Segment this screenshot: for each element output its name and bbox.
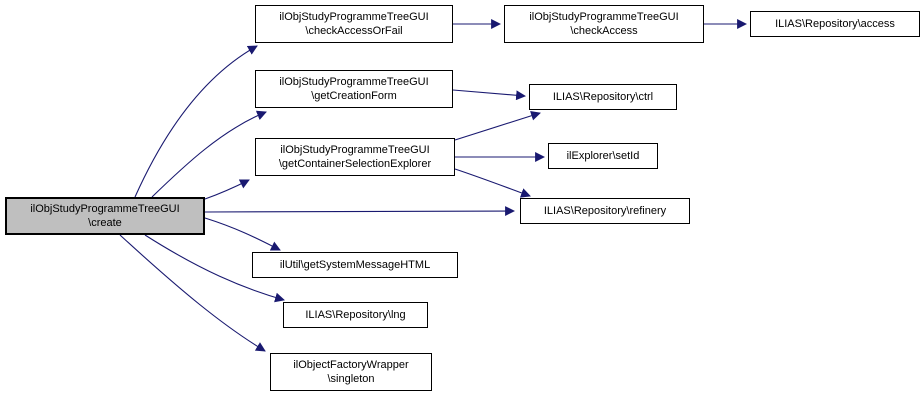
node-checkAccessOrFail[interactable]: ilObjStudyProgrammeTreeGUI \checkAccessO… xyxy=(255,5,453,43)
node-getCreationForm[interactable]: ilObjStudyProgrammeTreeGUI \getCreationF… xyxy=(255,70,453,108)
node-access[interactable]: ILIAS\Repository\access xyxy=(750,11,920,37)
node-getSystemMessageHTML[interactable]: ilUtil\getSystemMessageHTML xyxy=(252,252,458,278)
node-lng[interactable]: ILIAS\Repository\lng xyxy=(283,302,428,328)
node-checkAccess[interactable]: ilObjStudyProgrammeTreeGUI \checkAccess xyxy=(504,5,704,43)
edge-create-refinery xyxy=(204,206,515,216)
edge-create-getCreationForm xyxy=(151,110,267,198)
edge-create-singleton xyxy=(119,234,266,352)
node-create: ilObjStudyProgrammeTreeGUI \create xyxy=(5,197,205,235)
node-singleton[interactable]: ilObjectFactoryWrapper \singleton xyxy=(270,353,432,391)
edge-getContainerSelectionExplorer-refinery xyxy=(454,168,531,198)
node-setId[interactable]: ilExplorer\setId xyxy=(548,143,658,169)
edge-create-checkAccessOrFail xyxy=(134,45,258,198)
node-refinery[interactable]: ILIAS\Repository\refinery xyxy=(520,198,690,224)
edge-create-getContainerSelectionExplorer xyxy=(204,179,250,200)
edge-create-getSystemMessageHTML xyxy=(204,217,281,251)
node-getContainerSelectionExplorer[interactable]: ilObjStudyProgrammeTreeGUI \getContainer… xyxy=(255,138,455,176)
node-ctrl[interactable]: ILIAS\Repository\ctrl xyxy=(529,84,677,110)
edge-getContainerSelectionExplorer-ctrl xyxy=(454,110,541,141)
edge-getCreationForm-ctrl xyxy=(452,89,526,101)
